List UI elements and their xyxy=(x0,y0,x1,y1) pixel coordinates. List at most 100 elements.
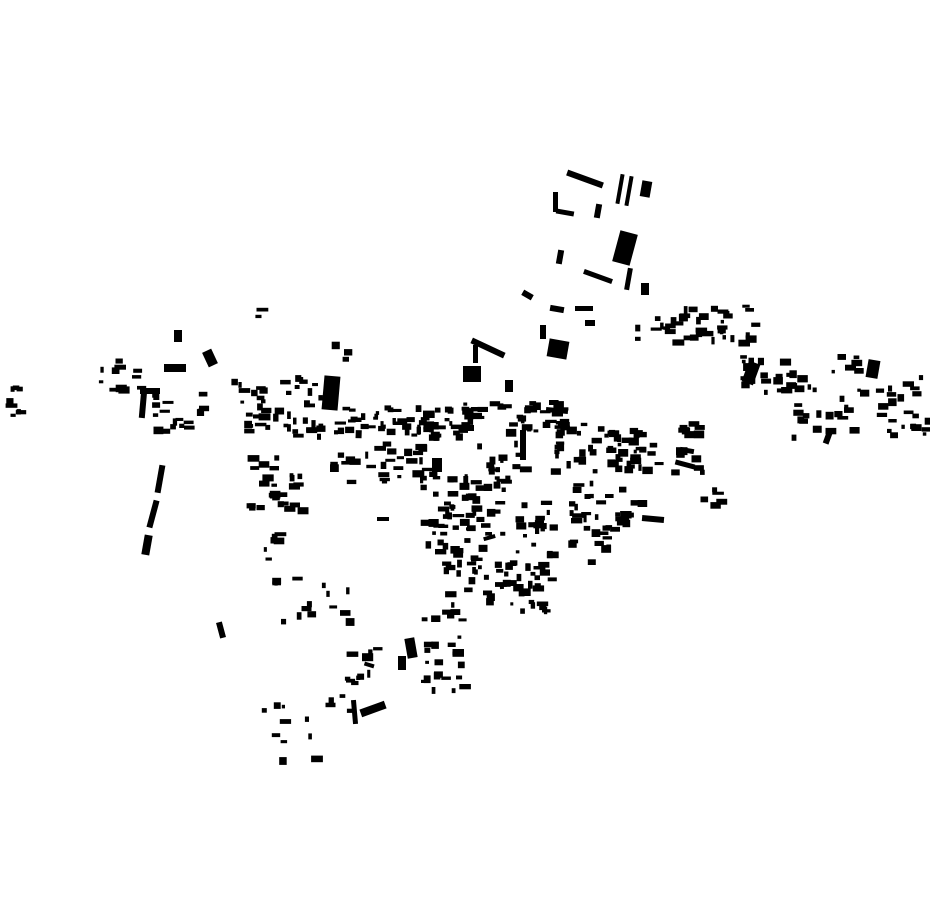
building xyxy=(764,389,768,395)
building xyxy=(518,588,525,597)
building xyxy=(455,433,463,441)
building xyxy=(450,424,463,430)
building xyxy=(878,403,889,410)
building xyxy=(433,523,445,528)
building xyxy=(377,517,389,521)
building xyxy=(540,325,546,339)
building xyxy=(442,561,452,566)
building xyxy=(524,405,536,412)
building xyxy=(720,319,724,324)
building xyxy=(273,413,279,422)
building xyxy=(164,364,186,372)
building xyxy=(786,372,791,377)
building xyxy=(571,518,583,524)
building xyxy=(592,469,598,474)
building xyxy=(498,454,508,461)
building xyxy=(912,391,922,397)
building xyxy=(745,332,750,338)
building xyxy=(404,428,410,436)
building xyxy=(514,440,518,448)
building xyxy=(589,493,594,499)
building xyxy=(630,457,642,465)
building xyxy=(521,502,528,509)
building xyxy=(344,676,351,681)
building xyxy=(312,383,318,387)
building xyxy=(615,454,621,460)
building xyxy=(421,679,430,683)
building xyxy=(16,409,21,415)
building xyxy=(199,405,210,412)
building xyxy=(473,557,483,561)
building xyxy=(453,552,464,558)
building xyxy=(897,394,905,402)
building xyxy=(244,428,255,434)
building xyxy=(334,421,346,425)
building xyxy=(748,357,754,364)
building xyxy=(133,368,143,373)
building xyxy=(851,359,863,367)
building xyxy=(483,574,489,580)
building xyxy=(444,406,452,413)
building xyxy=(751,322,761,327)
building xyxy=(553,192,558,212)
building xyxy=(404,637,418,659)
building xyxy=(533,429,539,433)
building xyxy=(676,453,685,458)
building xyxy=(638,464,642,471)
building xyxy=(854,368,864,374)
building xyxy=(615,457,623,462)
building xyxy=(346,708,356,713)
building xyxy=(700,469,705,475)
building xyxy=(605,525,613,529)
building xyxy=(351,680,359,686)
building xyxy=(279,757,287,765)
building xyxy=(330,461,338,466)
building xyxy=(451,602,455,608)
building xyxy=(304,403,315,408)
building xyxy=(184,425,195,430)
building xyxy=(578,456,587,465)
building xyxy=(742,304,750,308)
building xyxy=(437,539,444,546)
building xyxy=(118,386,130,394)
building xyxy=(418,420,427,426)
building xyxy=(546,509,550,515)
building xyxy=(152,413,159,417)
building xyxy=(691,455,702,463)
building xyxy=(604,433,609,438)
building xyxy=(775,373,783,382)
building xyxy=(633,449,637,454)
building xyxy=(887,428,892,433)
building xyxy=(693,430,705,439)
building xyxy=(901,424,905,429)
building xyxy=(296,612,302,620)
building xyxy=(256,307,269,312)
building xyxy=(406,417,415,423)
building xyxy=(681,427,690,435)
building xyxy=(478,565,482,570)
building xyxy=(788,383,798,389)
building xyxy=(396,456,404,460)
building xyxy=(584,494,591,499)
building xyxy=(505,562,513,570)
building xyxy=(261,708,267,713)
building xyxy=(457,635,462,639)
building xyxy=(694,425,705,430)
building xyxy=(349,408,356,412)
building xyxy=(665,323,672,329)
building xyxy=(415,405,422,412)
building xyxy=(472,567,476,574)
building xyxy=(598,531,609,535)
building xyxy=(559,418,570,426)
building xyxy=(450,609,461,615)
building xyxy=(423,410,435,418)
building xyxy=(741,359,746,364)
building xyxy=(572,486,582,493)
building xyxy=(279,719,292,724)
building xyxy=(924,417,930,425)
building xyxy=(281,704,285,709)
building xyxy=(530,571,536,576)
building xyxy=(566,426,577,435)
building xyxy=(500,457,504,463)
